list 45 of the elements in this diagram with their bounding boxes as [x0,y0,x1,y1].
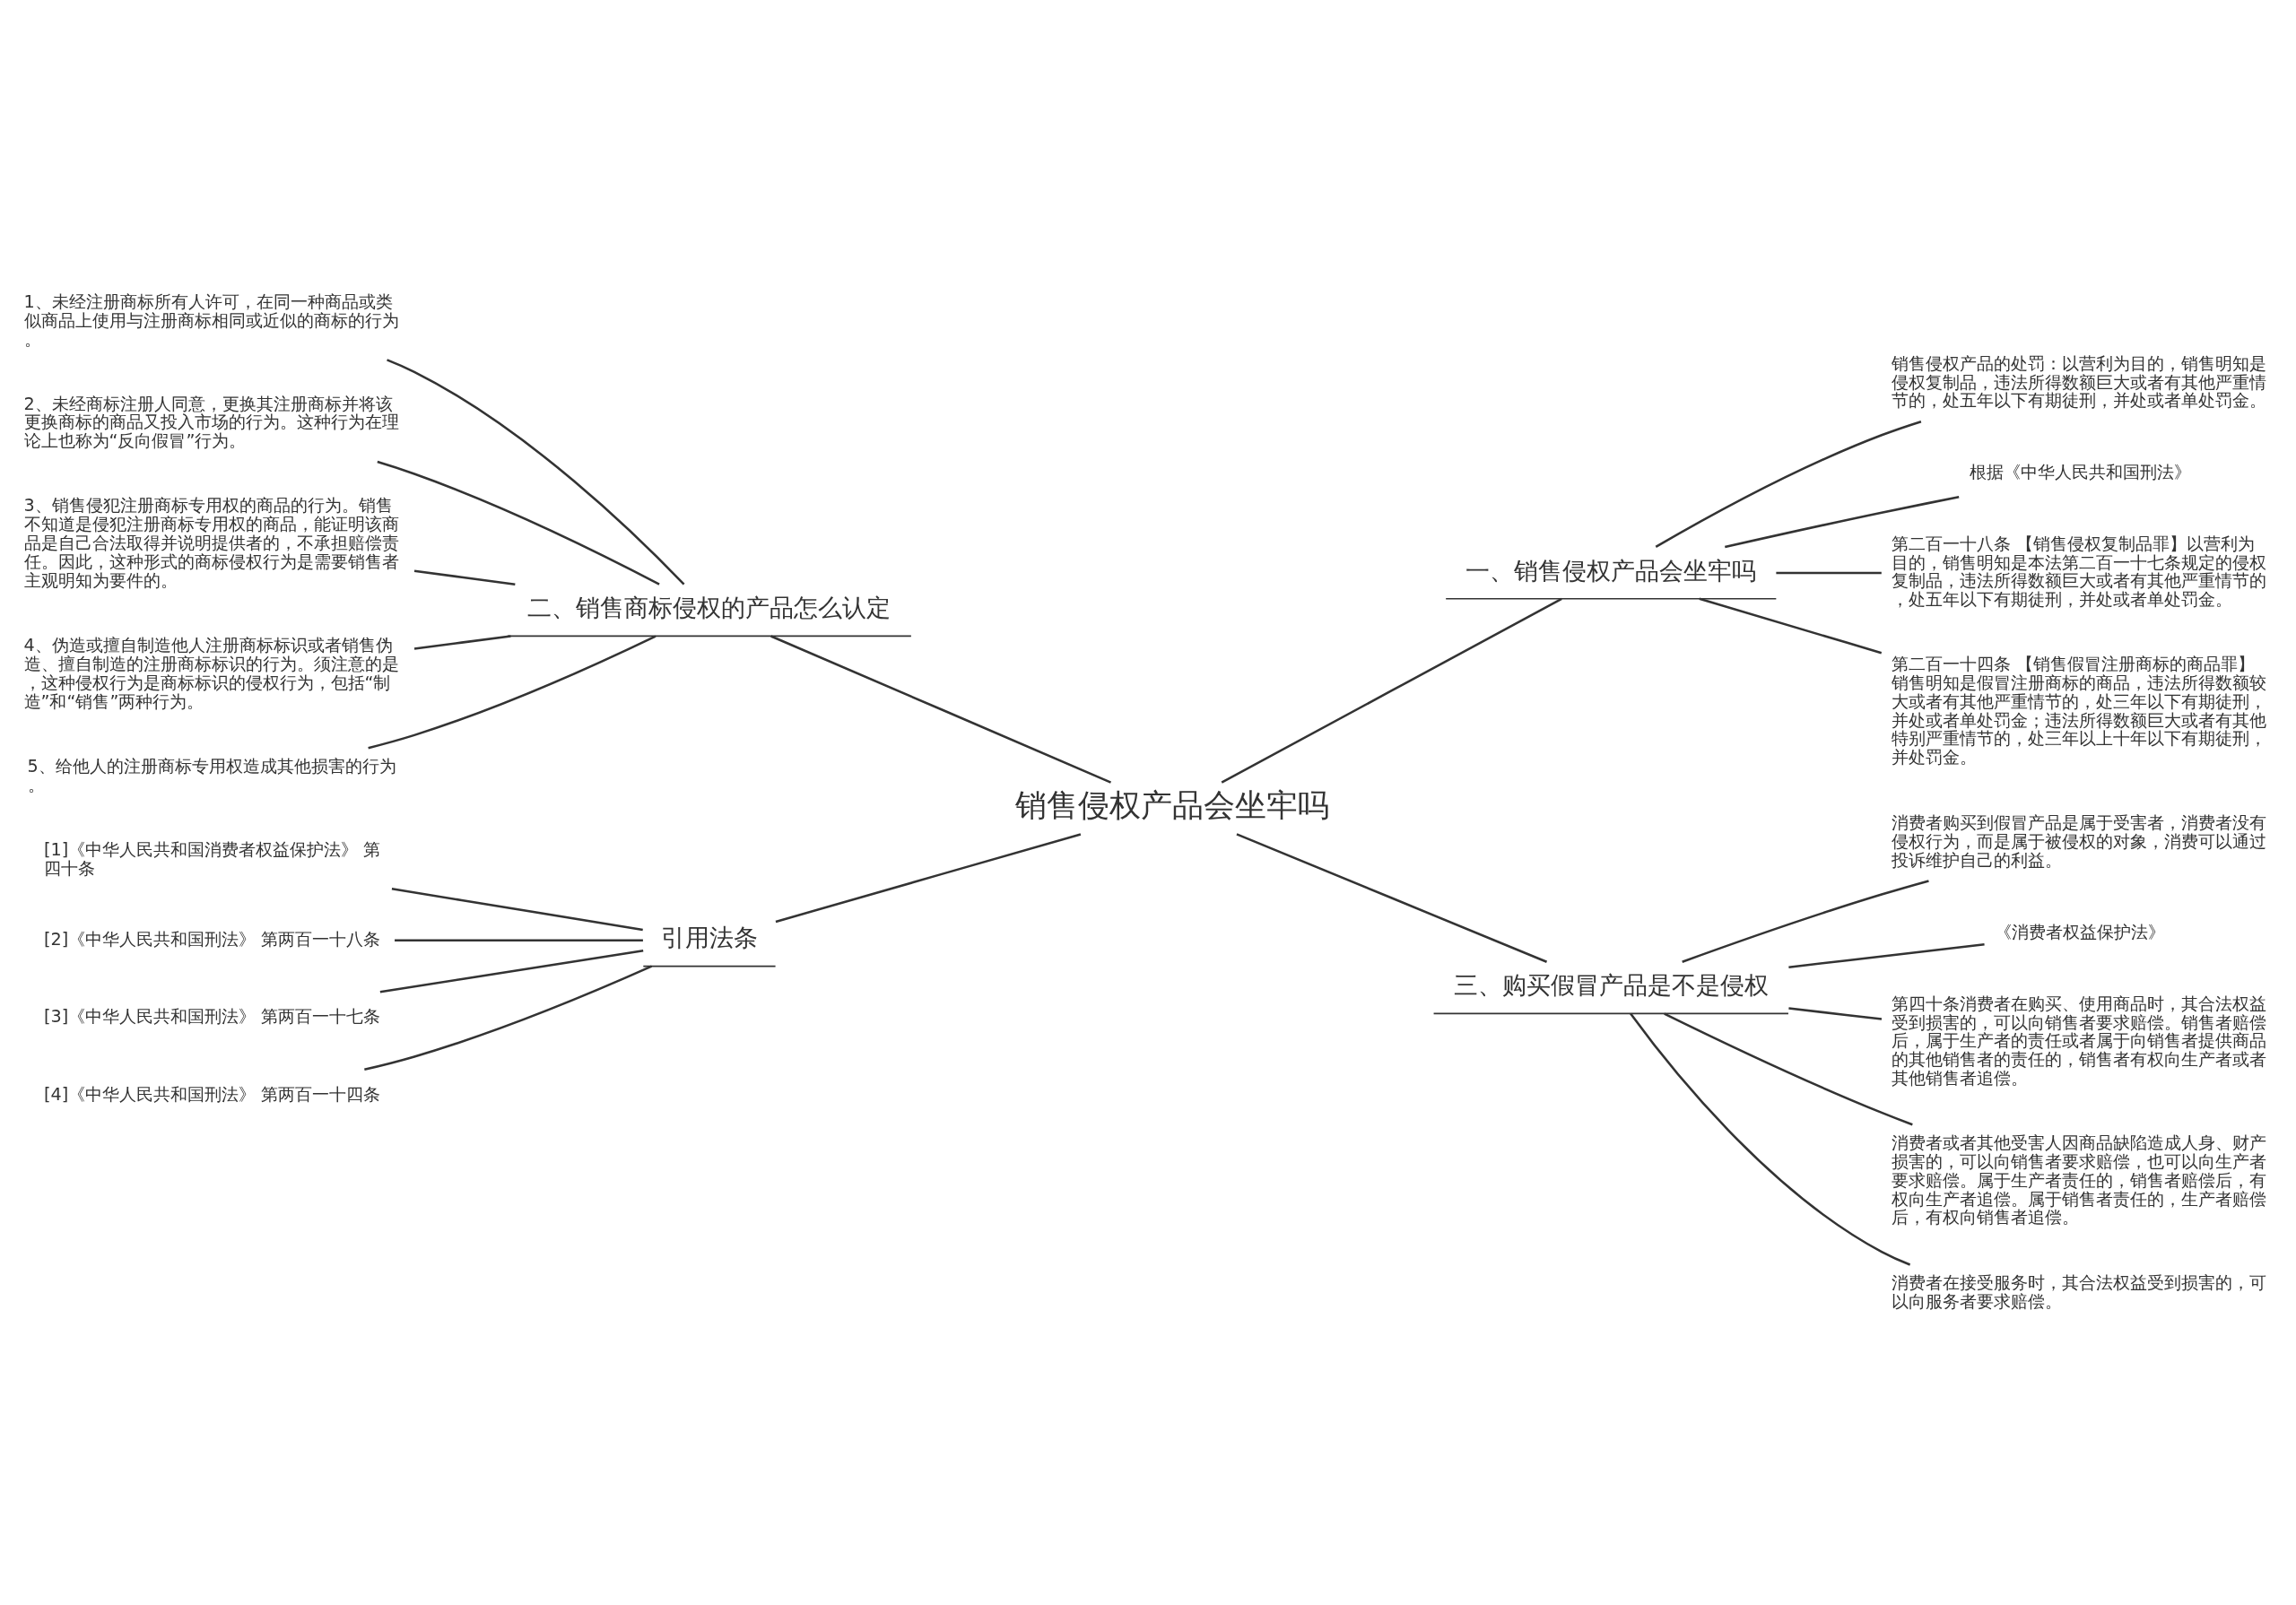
connector [770,634,1112,784]
connector [368,634,657,749]
node-text: 5、给他人的注册商标专用权造成其他损害的行为。 [27,755,396,795]
connector [387,358,685,586]
connector [1788,942,1985,968]
node-text: [4]《中华人民共和国刑法》 第两百一十四条 [43,1083,381,1105]
node-text: 根据《中华人民共和国刑法》 [1969,461,2191,482]
connector [1664,1011,1913,1125]
node-text: 二、销售商标侵权的产品怎么认定 [527,593,891,621]
node-text: [2]《中华人民共和国刑法》 第两百一十八条 [43,928,381,950]
connector [364,965,653,1071]
node-text: 消费者或者其他受害人因商品缺陷造成人身、财产损害的，可以向销售者要求赔偿，也可以向生产者要求赔偿。属于生产者责任的，销售者赔偿后，有权向生产者追偿。属于销售者责任的，生产者赔偿后，有权向销售者追偿。 [1892,1132,2267,1228]
connector [1682,879,1929,963]
connector [1699,597,1883,654]
connector [1221,597,1562,784]
connector [413,568,516,586]
node-text: 3、销售侵犯注册商标专用权的商品的行为。销售不知道是侵犯注册商标专用权的商品，能证明该商品是自己合法取得并说明提供者的，不承担赔偿责任。因此，这种形式的商标侵权行为是需要销售者主观明知为要件的。 [23,494,399,591]
connector [775,832,1082,923]
node-text: 引用法条 [660,923,758,951]
connector [1655,420,1922,548]
node-text: 三、购买假冒产品是不是侵权 [1453,970,1769,999]
node-text: 消费者购买到假冒产品是属于受害者，消费者没有侵权行为，而是属于被侵权的对象，消费可以通过投诉维护自己的利益。 [1892,811,2267,871]
node-text: 消费者在接受服务时，其合法权益受到损害的，可以向服务者要求赔偿。 [1892,1271,2267,1312]
connector [1725,495,1960,548]
node-text: 一、销售侵权产品会坐牢吗 [1465,556,1757,585]
node-text: 2、未经商标注册人同意，更换其注册商标并将该更换商标的商品又投入市场的行为。这种行为在理论上也称为“反向假冒”行为。 [23,393,399,451]
connector [1236,832,1548,963]
connector [1630,1012,1911,1266]
connector [413,634,511,650]
node-text: 第二百一十八条 【销售侵权复制品罪】以营利为目的，销售明知是本法第二百一十七条规定的侵权复制品，违法所得数额巨大或者有其他严重情节的，处五年以下有期徒刑，并处或者单处罚金。 [1892,533,2267,610]
connector [391,887,643,931]
node-text: 1、未经注册商标所有人许可，在同一种商品或类似商品上使用与注册商标相同或近似的商标的行为。 [23,291,399,350]
connector [1776,571,1882,574]
node-text: [3]《中华人民共和国刑法》 第两百一十七条 [43,1005,381,1027]
connector [1788,1006,1883,1020]
node-text: 第二百一十四条 【销售假冒注册商标的商品罪】销售明知是假冒注册商标的商品，违法所得数额较大或者有其他严重情节的，处三年以下有期徒刑，并处或者单处罚金；违法所得数额巨大或者有其他特别严重情节的，处三年以上十年以下有期徒刑，并处罚金。 [1892,653,2267,768]
connector [377,460,660,586]
connector [395,939,643,941]
node-text: [1]《中华人民共和国消费者权益保护法》 第四十条 [43,838,381,878]
connector [379,949,644,993]
node-text: 销售侵权产品的处罚：以营利为目的，销售明知是侵权复制品，违法所得数额巨大或者有其他严重情节的，处五年以下有期徒刑，并处或者单处罚金。 [1892,352,2267,411]
node-text: 《消费者权益保护法》 [1995,921,2166,942]
node-text: 第四十条消费者在购买、使用商品时，其合法权益受到损害的，可以向销售者要求赔偿。销售者赔偿后，属于生产者的责任或者属于向销售者提供商品的其他销售者的责任的，销售者有权向生产者或者其他销售者追偿。 [1892,993,2267,1089]
node-text: 销售侵权产品会坐牢吗 [1015,785,1330,823]
node-text: 4、伪造或擅自制造他人注册商标标识或者销售伪造、擅自制造的注册商标标识的行为。须注意的是，这种侵权行为是商标标识的侵权行为，包括“制造”和“销售”两种行为。 [23,634,399,712]
